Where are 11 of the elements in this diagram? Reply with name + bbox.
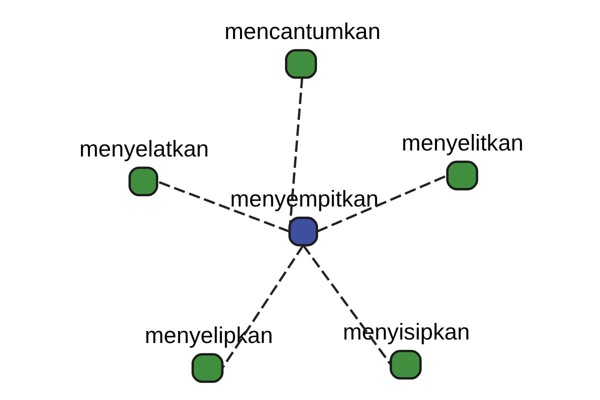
node-label: menyempitkan bbox=[230, 185, 378, 212]
connector bbox=[302, 244, 392, 366]
connector bbox=[220, 244, 304, 369]
node-label: menyisipkan bbox=[342, 318, 470, 345]
node-label: menyelatkan bbox=[78, 135, 208, 162]
connector bbox=[316, 174, 448, 233]
node-label: mencantumkan bbox=[224, 18, 380, 44]
connector bbox=[156, 180, 290, 233]
node-label: menyelipkan bbox=[144, 322, 272, 348]
connector bbox=[288, 78, 303, 232]
node-label: menyelitkan bbox=[401, 129, 523, 156]
